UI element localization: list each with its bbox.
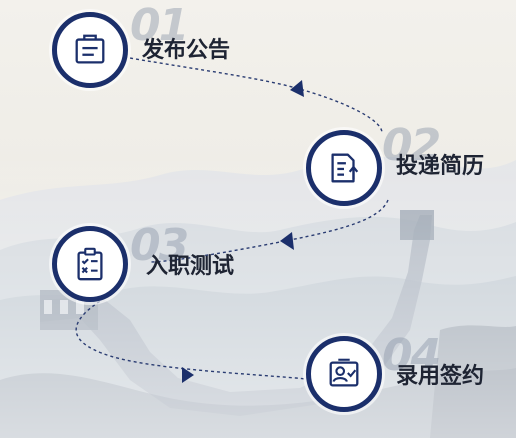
arrow-03-04-icon — [182, 367, 194, 383]
step-label: 投递简历 — [396, 154, 485, 179]
arrow-02-03-icon — [280, 232, 294, 250]
step-icon-circle — [52, 12, 128, 88]
step-number: 03 — [130, 220, 189, 271]
step-label: 录用签约 — [396, 364, 485, 389]
step-icon-circle — [306, 130, 382, 206]
step-label: 入职测试 — [146, 254, 235, 279]
step-number: 04 — [382, 330, 441, 381]
checklist-clipboard-icon — [77, 247, 103, 281]
connector-01-02 — [129, 57, 383, 133]
step-number: 01 — [130, 0, 189, 51]
step-number: 02 — [382, 120, 441, 171]
step-icon-circle — [52, 226, 128, 302]
step-label: 发布公告 — [142, 38, 231, 63]
document-upload-icon — [331, 153, 359, 183]
arrow-01-02-icon — [290, 80, 304, 97]
notice-board-icon — [75, 34, 105, 64]
step-icon-circle — [306, 336, 382, 412]
id-card-check-icon — [329, 358, 359, 387]
